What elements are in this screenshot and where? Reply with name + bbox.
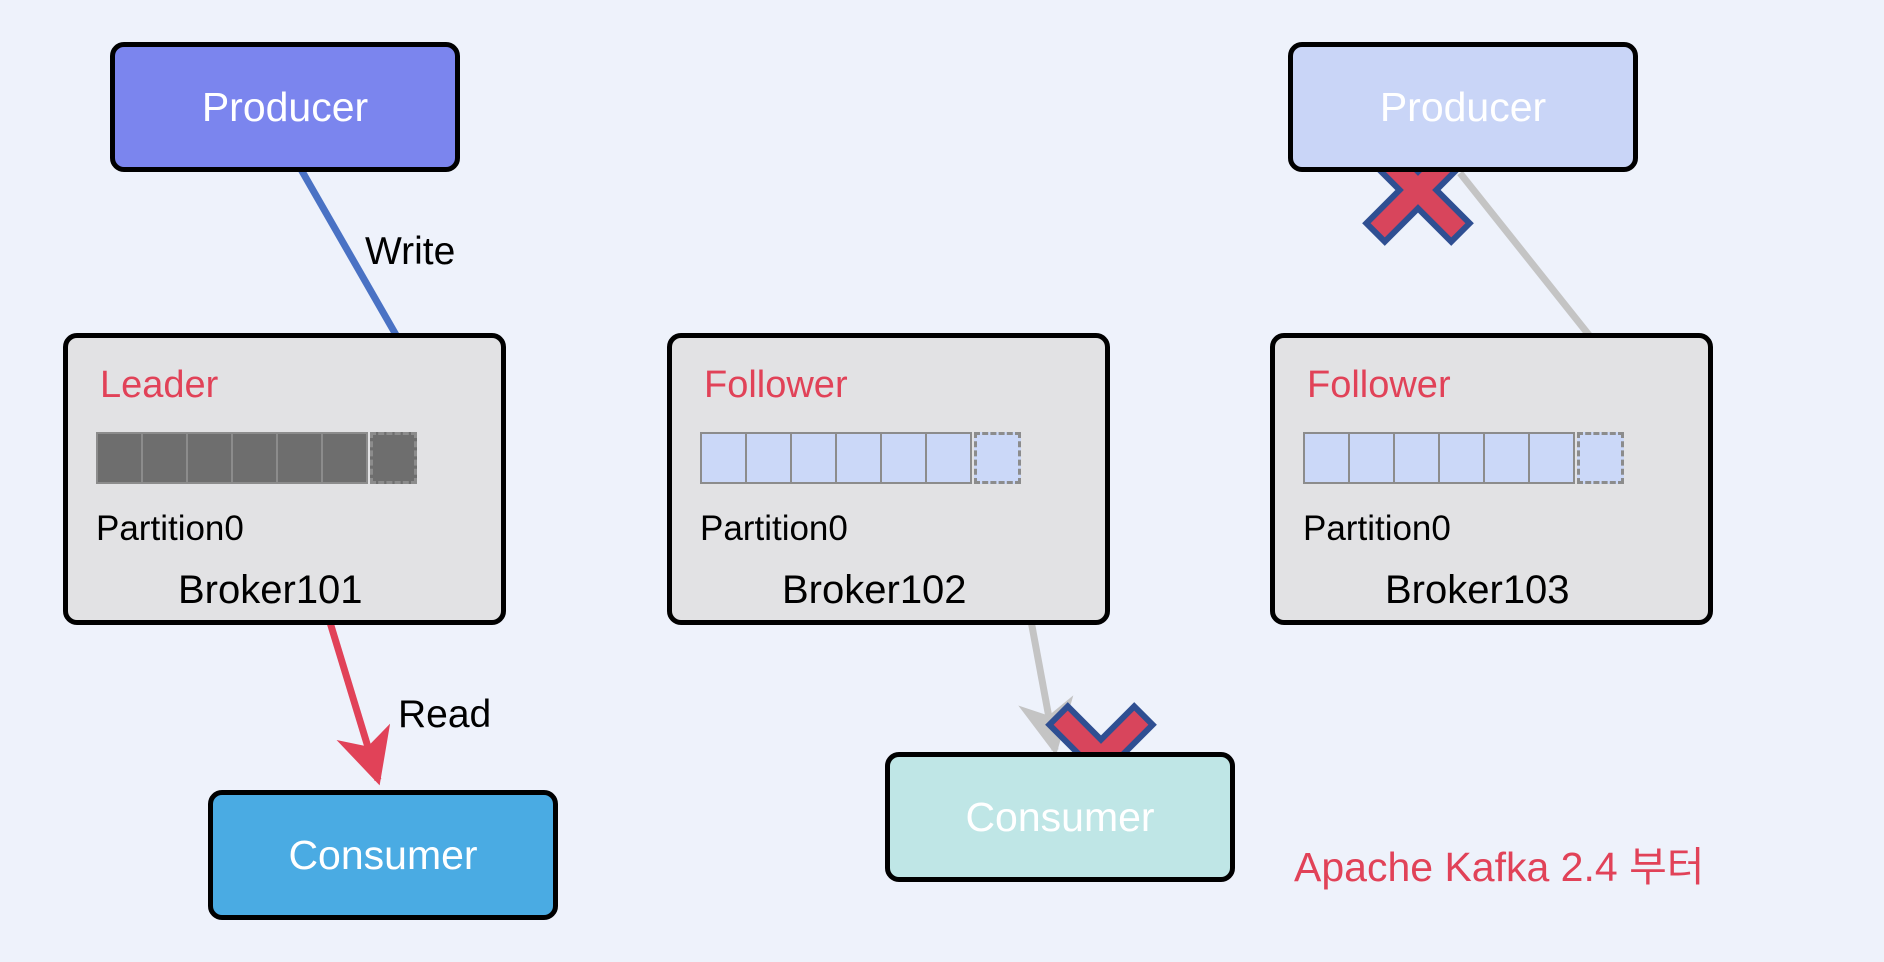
read-edge-label: Read [398, 693, 492, 736]
broker-103-box[interactable]: Follower Partition0 Broker103 [1270, 333, 1713, 625]
partition-cell [700, 432, 747, 484]
write-edge-label: Write [365, 230, 456, 273]
consumer-right-label: Consumer [965, 793, 1155, 840]
broker-101-box[interactable]: Leader Partition0 Broker101 [63, 333, 506, 625]
partition-cell-pending [974, 432, 1021, 484]
broker-103-partition-bar [1303, 432, 1624, 484]
broker-103-partition-label: Partition0 [1303, 509, 1451, 548]
producer-left-box[interactable]: Producer [110, 42, 460, 172]
partition-cell [835, 432, 882, 484]
broker-101-role: Leader [100, 364, 219, 406]
partition-cell-pending [370, 432, 417, 484]
partition-cell [276, 432, 323, 484]
partition-cell-pending [1577, 432, 1624, 484]
consumer-right-box[interactable]: Consumer [885, 752, 1235, 882]
producer-right-label: Producer [1379, 83, 1547, 130]
partition-cell [1303, 432, 1350, 484]
broker-102-name: Broker102 [782, 568, 967, 612]
consumer-left-label: Consumer [288, 831, 478, 878]
partition-cell [1348, 432, 1395, 484]
broker-101-partition-bar [96, 432, 417, 484]
producer-left-label: Producer [201, 83, 369, 130]
partition-cell [1483, 432, 1530, 484]
broker-102-partition-label: Partition0 [700, 509, 848, 548]
partition-cell [186, 432, 233, 484]
producer-right-box[interactable]: Producer [1288, 42, 1638, 172]
partition-cell [1438, 432, 1485, 484]
broker-102-partition-bar [700, 432, 1021, 484]
partition-cell [321, 432, 368, 484]
partition-cell [925, 432, 972, 484]
partition-cell [790, 432, 837, 484]
broker-103-role: Follower [1307, 364, 1451, 406]
consumer-left-box[interactable]: Consumer [208, 790, 558, 920]
partition-cell [231, 432, 278, 484]
partition-cell [1393, 432, 1440, 484]
partition-cell [745, 432, 792, 484]
broker-101-partition-label: Partition0 [96, 509, 244, 548]
partition-cell [880, 432, 927, 484]
broker-102-role: Follower [704, 364, 848, 406]
partition-cell [96, 432, 143, 484]
follower-fetching-note: Apache Kafka 2.4 부터 Follower Fetching(Re… [1294, 742, 1743, 962]
broker-101-name: Broker101 [178, 568, 363, 612]
broker-102-box[interactable]: Follower Partition0 Broker102 [667, 333, 1110, 625]
partition-cell [1528, 432, 1575, 484]
note-line-1: Apache Kafka 2.4 부터 [1294, 844, 1705, 891]
broker-103-name: Broker103 [1385, 568, 1570, 612]
partition-cell [141, 432, 188, 484]
